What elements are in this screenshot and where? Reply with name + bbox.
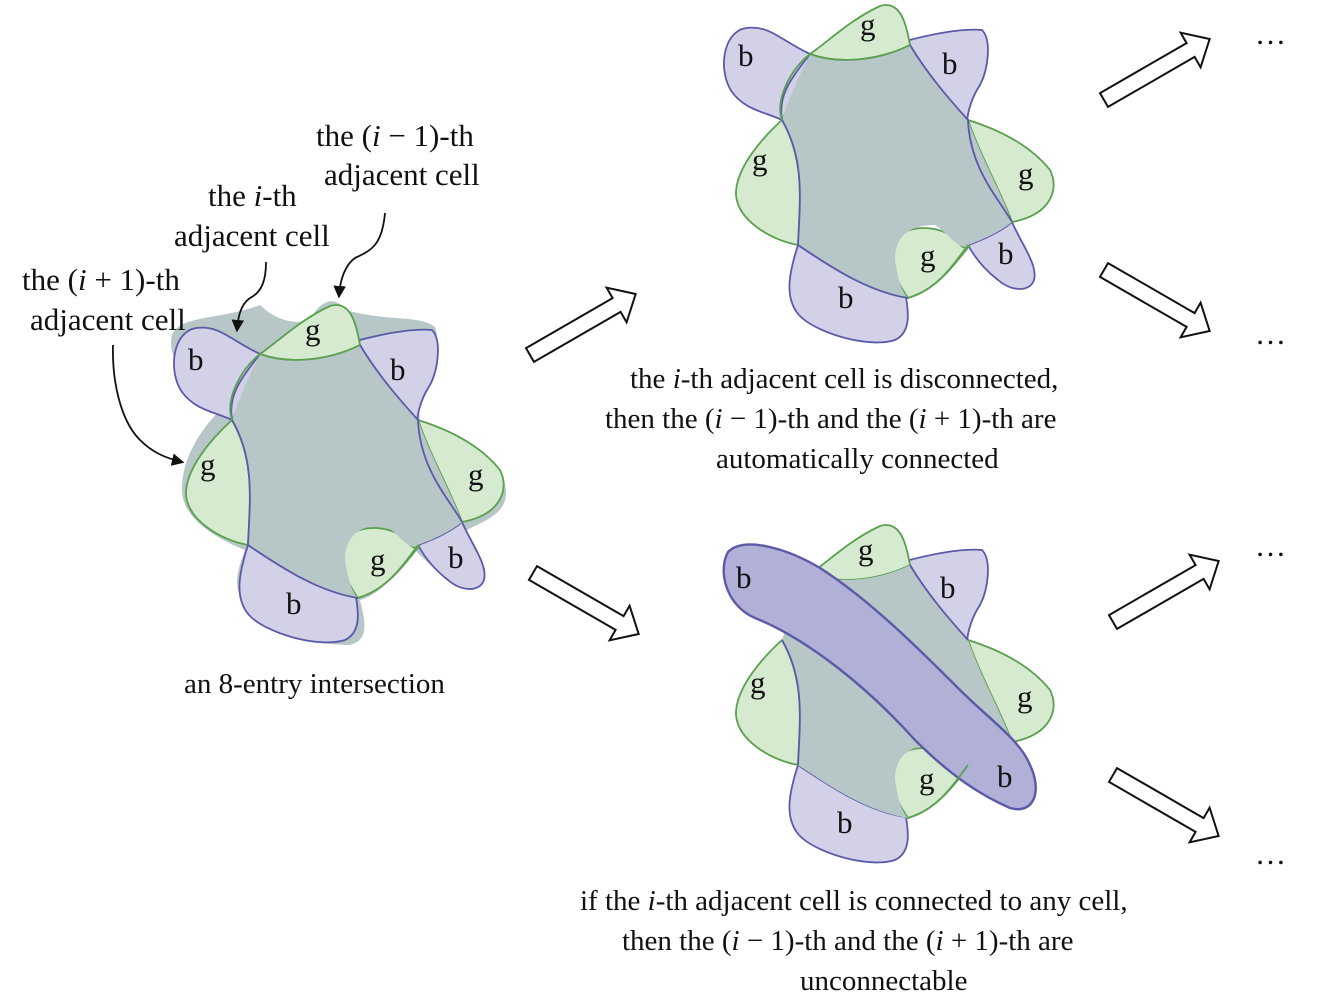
cell-label-g: g — [752, 142, 768, 177]
hollow-arrow-icon — [1107, 766, 1220, 844]
intersection-top — [723, 4, 1055, 344]
svg-text:automatically connected: automatically connected — [716, 443, 999, 475]
svg-text:adjacent cell: adjacent cell — [174, 218, 330, 253]
pointer-arrow-next — [112, 344, 185, 466]
hollow-arrow-icon — [1098, 31, 1211, 109]
green-lobe — [966, 118, 1055, 224]
cell-label-g: g — [468, 457, 484, 492]
annotation-next-cell: the (i + 1)-th adjacent cell — [22, 262, 186, 337]
hollow-arrow-icon — [527, 564, 640, 642]
hollow-arrow-icon — [1098, 261, 1211, 339]
cell-label-g: g — [750, 665, 766, 700]
cell-label-b: b — [837, 805, 853, 840]
cell-labels-bottom: b g b g g g b b — [736, 532, 1033, 840]
intersection-bottom — [722, 524, 1055, 864]
cell-label-b: b — [738, 38, 754, 73]
continuation-ellipsis: … — [1255, 16, 1286, 51]
cell-label-g: g — [858, 532, 874, 567]
cell-label-b: b — [838, 280, 854, 315]
connected-band — [722, 543, 1037, 811]
cell-label-b: b — [736, 560, 752, 595]
annotation-prev-cell: the (i − 1)-th adjacent cell — [316, 118, 480, 192]
cell-label-b: b — [390, 352, 406, 387]
cell-label-g: g — [200, 447, 216, 482]
svg-text:the (i − 1)-th: the (i − 1)-th — [316, 118, 474, 153]
svg-text:the i-th: the i-th — [208, 178, 297, 213]
cell-labels-left: b g b g g g b b — [188, 312, 484, 621]
svg-text:the i-th adjacent cell is disc: the i-th adjacent cell is disconnected, — [630, 363, 1058, 395]
green-lobe — [416, 418, 505, 524]
core-region — [232, 345, 462, 598]
svg-text:if the i-th adjacent cell is c: if the i-th adjacent cell is connected t… — [580, 885, 1128, 917]
hollow-arrow-icon — [1107, 553, 1220, 631]
cell-label-b: b — [940, 570, 956, 605]
cell-label-g: g — [305, 312, 321, 347]
cell-label-b: b — [448, 540, 464, 575]
cell-label-g: g — [370, 542, 386, 577]
svg-text:unconnectable: unconnectable — [800, 965, 967, 995]
annotation-ith-cell: the i-th adjacent cell — [174, 178, 330, 253]
svg-text:then the (i − 1)-th and the (i: then the (i − 1)-th and the (i + 1)-th a… — [605, 403, 1056, 435]
svg-text:then the (i − 1)-th and the (i: then the (i − 1)-th and the (i + 1)-th a… — [622, 925, 1073, 957]
core-region — [782, 45, 1012, 298]
cell-label-b: b — [998, 236, 1014, 271]
continuation-ellipsis: … — [1255, 528, 1286, 563]
svg-text:adjacent cell: adjacent cell — [324, 157, 480, 192]
continuation-ellipsis: … — [1255, 316, 1286, 351]
cell-label-g: g — [1018, 156, 1034, 191]
continuation-ellipsis: … — [1255, 836, 1286, 871]
caption-bottom: if the i-th adjacent cell is connected t… — [580, 885, 1128, 995]
cell-label-b: b — [942, 46, 958, 81]
hollow-arrow-icon — [524, 286, 637, 364]
cell-label-g: g — [919, 761, 935, 796]
caption-top: the i-th adjacent cell is disconnected, … — [605, 363, 1058, 475]
cell-label-g: g — [1017, 679, 1033, 714]
svg-text:adjacent cell: adjacent cell — [30, 302, 186, 337]
pointer-arrow-prev — [333, 212, 386, 299]
pointer-arrow-ith — [231, 261, 267, 333]
intersection-left-blobs — [173, 304, 505, 644]
cell-labels-top: b g b g g g b b — [738, 7, 1034, 315]
caption-left: an 8-entry intersection — [184, 668, 445, 700]
green-lobe — [966, 638, 1055, 744]
svg-text:the (i + 1)-th: the (i + 1)-th — [22, 262, 180, 297]
cell-label-g: g — [920, 238, 936, 273]
cell-label-b: b — [188, 342, 204, 377]
cell-label-b: b — [286, 586, 302, 621]
cell-label-b: b — [997, 759, 1013, 794]
cell-label-g: g — [860, 7, 876, 42]
